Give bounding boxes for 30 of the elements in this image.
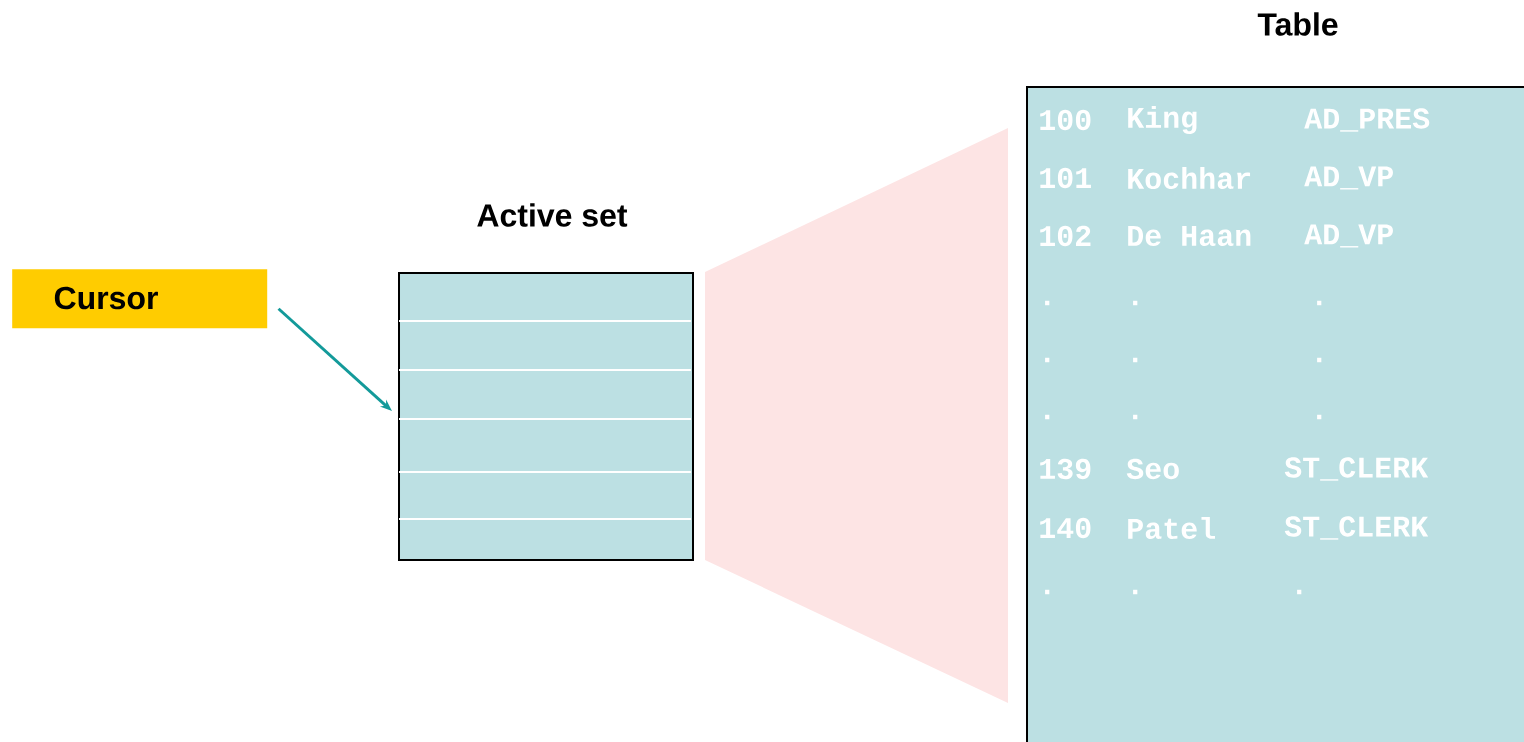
table-cell: . bbox=[1133, 357, 1138, 363]
table-cell: . bbox=[1045, 589, 1050, 595]
table-cell: Seo bbox=[1126, 458, 1179, 480]
table-cell: ST_CLERK bbox=[1284, 457, 1429, 481]
table-cell: . bbox=[1317, 414, 1322, 420]
table-cell: AD_VP bbox=[1304, 224, 1393, 248]
table-cell: Kochhar bbox=[1128, 167, 1251, 189]
heading: Active set bbox=[477, 203, 628, 227]
table-cell: . bbox=[1317, 357, 1322, 363]
table-cell: 102 bbox=[1040, 225, 1091, 247]
table-cell: . bbox=[1133, 589, 1138, 595]
table-cell: . bbox=[1133, 414, 1138, 420]
table-cell: King bbox=[1128, 105, 1197, 135]
table-cell: AD_VP bbox=[1304, 166, 1393, 190]
table-cell: 100 bbox=[1040, 109, 1091, 131]
table-cell: 101 bbox=[1040, 167, 1091, 189]
table-cell: 140 bbox=[1040, 517, 1091, 539]
table-cell: . bbox=[1133, 300, 1138, 306]
table-cell: . bbox=[1317, 300, 1322, 306]
table-cell: . bbox=[1045, 300, 1050, 306]
table-cell: 139 bbox=[1040, 458, 1091, 480]
table-cell: . bbox=[1297, 589, 1302, 595]
table-cell: Patel bbox=[1128, 517, 1215, 540]
table-cell: ST_CLERK bbox=[1284, 516, 1429, 540]
heading: Table bbox=[1257, 12, 1338, 36]
table-cell: . bbox=[1045, 414, 1050, 420]
table-cell: AD_PRES bbox=[1304, 108, 1430, 132]
cursor-box: Cursor bbox=[12, 269, 268, 329]
table-cell: . bbox=[1045, 357, 1050, 363]
table-cell: De Haan bbox=[1128, 226, 1251, 247]
